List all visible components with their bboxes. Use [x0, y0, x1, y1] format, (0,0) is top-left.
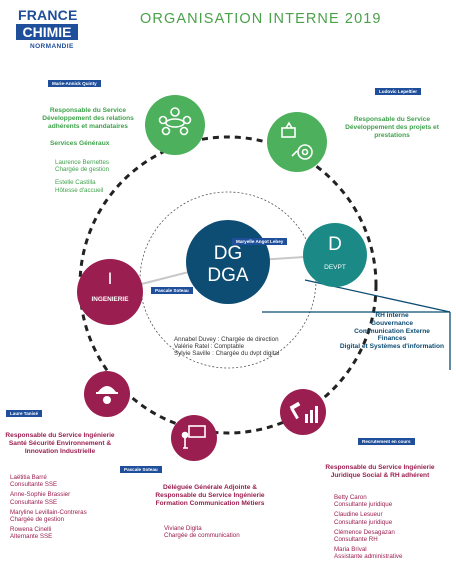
bottom-right-recruitment-tag: Recrutement en cours: [358, 438, 415, 445]
ingenierie-node: [77, 259, 143, 325]
devpt-label: DEVPT: [324, 264, 346, 271]
rh-line-5: Digital et Systèmes d'information: [339, 343, 445, 351]
burgundy-node-right: [280, 389, 326, 435]
person-name: Viviane Digita: [164, 525, 202, 532]
training-icon: [181, 425, 206, 449]
person-role: Consultante juridique: [334, 518, 393, 526]
person-role: Hôtesse d'accueil: [55, 186, 104, 194]
green-node-top-right: [267, 112, 327, 172]
dg-label: DG: [213, 243, 243, 264]
person-role: Consultante SSE: [10, 498, 58, 506]
person-name: Anne-Sophie Brassier: [10, 491, 71, 499]
person-name: Rowena Cinelli: [10, 526, 52, 534]
person-name: Betty Caron: [334, 494, 367, 501]
rh-line-4: Finances: [377, 335, 407, 343]
dga-label: DGA: [207, 265, 249, 286]
person-name: Maryline Levillain-Contreras: [10, 508, 87, 516]
person-role: Consultante juridique: [334, 501, 393, 509]
bottom-left-service-title: Responsable du Service Ingénierie Santé …: [5, 432, 115, 455]
person-name: Laurence Bernettes: [55, 159, 110, 166]
legal-hr-icon: [289, 401, 318, 423]
burgundy-node-middle: [171, 415, 217, 461]
rh-line-3: Communication Externe: [354, 327, 430, 335]
devpt-letter: D: [328, 234, 342, 255]
person-role: Chargée de gestion: [55, 166, 110, 174]
staff-2: Valérie Ratel : Comptable: [174, 343, 245, 351]
top-left-person-tag: Marie-Annick Quinty: [48, 80, 101, 87]
top-right-person-tag: Ludovic Lepeltier: [375, 88, 422, 95]
person-name: Maria Brival: [334, 546, 367, 554]
rh-line-1: RH interne: [375, 312, 409, 319]
green-node-top-left: [145, 95, 205, 155]
top-left-service-title: Responsable du Service Développement des…: [42, 107, 134, 130]
staff-3: Sylvie Saville : Chargée du dvpt digital: [174, 350, 280, 358]
logo-chimie: CHIMIE: [16, 24, 78, 40]
person-role: Chargée de communication: [164, 532, 240, 540]
growth-icon: [281, 121, 313, 160]
top-right-service-title: Responsable du Service Développement des…: [345, 116, 439, 139]
rh-functions-list: RH interne Gouvernance Communication Ext…: [330, 312, 454, 351]
person-role: Chargée de gestion: [10, 516, 65, 524]
staff-1: Annabel Duvey : Chargée de direction: [174, 336, 279, 343]
person-role: Consultante SSE: [10, 481, 58, 489]
ingenierie-label: INGENIERIE: [91, 296, 129, 303]
people-icon: [158, 107, 192, 136]
logo-normandie: NORMANDIE: [30, 43, 74, 50]
bottom-mid-service-title: Déléguée Générale Adjointe & Responsable…: [155, 484, 265, 507]
bottom-left-people: Laëtitia Barré Consultante SSE Anne-Soph…: [10, 474, 120, 541]
person-role: Assistante administrative: [334, 553, 403, 561]
bottom-right-service-title: Responsable du Service Ingénierie Juridi…: [325, 464, 435, 479]
top-left-people: Laurence Bernettes Chargée de gestion Es…: [55, 159, 145, 194]
dga-person-tag: Pascale Soteau: [151, 287, 193, 294]
logo-france: FRANCE: [18, 7, 78, 23]
bottom-left-person-tag: Laure Tanisé: [6, 410, 42, 417]
bottom-right-people: Betty Caron Consultante juridique Claudi…: [334, 494, 452, 561]
person-name: Laëtitia Barré: [10, 474, 47, 481]
bottom-mid-people: Viviane Digita Chargée de communication: [164, 525, 274, 539]
worker-safety-icon: [96, 386, 118, 404]
dg-person-tag: Maryelle Angot Lebey: [232, 238, 288, 245]
person-name: Claudine Lesueur: [334, 511, 383, 519]
center-staff-list: Annabel Duvey : Chargée de direction Val…: [174, 336, 314, 358]
top-left-subtitle: Services Généraux: [50, 140, 110, 147]
ingenierie-letter: I: [107, 269, 113, 288]
bottom-mid-person-tag: Pascale Soteau: [120, 466, 162, 473]
page-title: ORGANISATION INTERNE 2019: [140, 11, 382, 27]
person-role: Alternante SSE: [10, 533, 53, 541]
person-role: Consultante RH: [334, 536, 378, 544]
rh-line-2: Gouvernance: [370, 319, 414, 327]
devpt-node: [303, 223, 367, 287]
person-name: Estelle Castilla: [55, 179, 96, 187]
person-name: Clémence Desagazan: [334, 528, 395, 536]
